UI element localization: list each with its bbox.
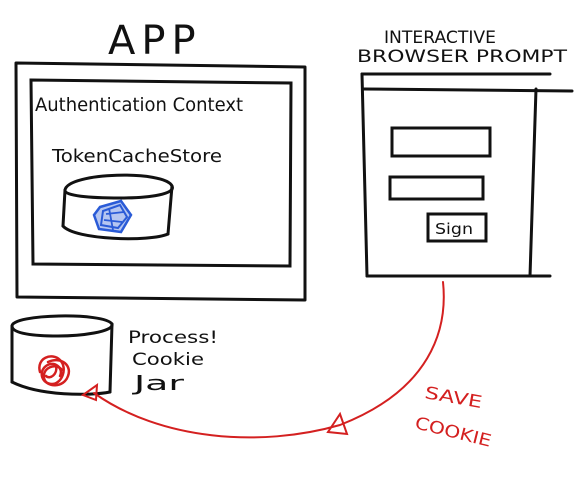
auth-context-label: Authentication Context — [35, 94, 243, 116]
token-icon — [92, 199, 133, 234]
cookie-jar — [10, 314, 114, 396]
sign-in-label: Sign — [435, 220, 473, 238]
app-box — [14, 61, 307, 302]
save-cookie-flow-arrow — [80, 281, 445, 439]
password-field[interactable] — [388, 175, 485, 201]
app-title: APP — [108, 18, 202, 64]
username-field[interactable] — [390, 126, 492, 158]
sign-in-button[interactable]: Sign — [426, 212, 488, 243]
save-cookie-label-line2: COOKIE — [413, 413, 494, 451]
cookie-jar-label-line1: Process! — [128, 328, 218, 348]
token-cache-cylinder — [61, 173, 174, 241]
browser-title-line2: BROWSER PROMPT — [357, 47, 568, 67]
auth-context-box — [29, 78, 293, 268]
cookie-jar-label-line2: Cookie — [132, 350, 204, 370]
cookie-icon — [38, 355, 71, 387]
cookie-jar-label-line3: Jar — [130, 371, 185, 395]
browser-title-line1: INTERACTIVE — [384, 28, 496, 48]
save-cookie-label-line1: SAVE — [423, 383, 484, 413]
token-cache-label: TokenCacheStore — [51, 146, 222, 167]
browser-window — [360, 72, 574, 278]
